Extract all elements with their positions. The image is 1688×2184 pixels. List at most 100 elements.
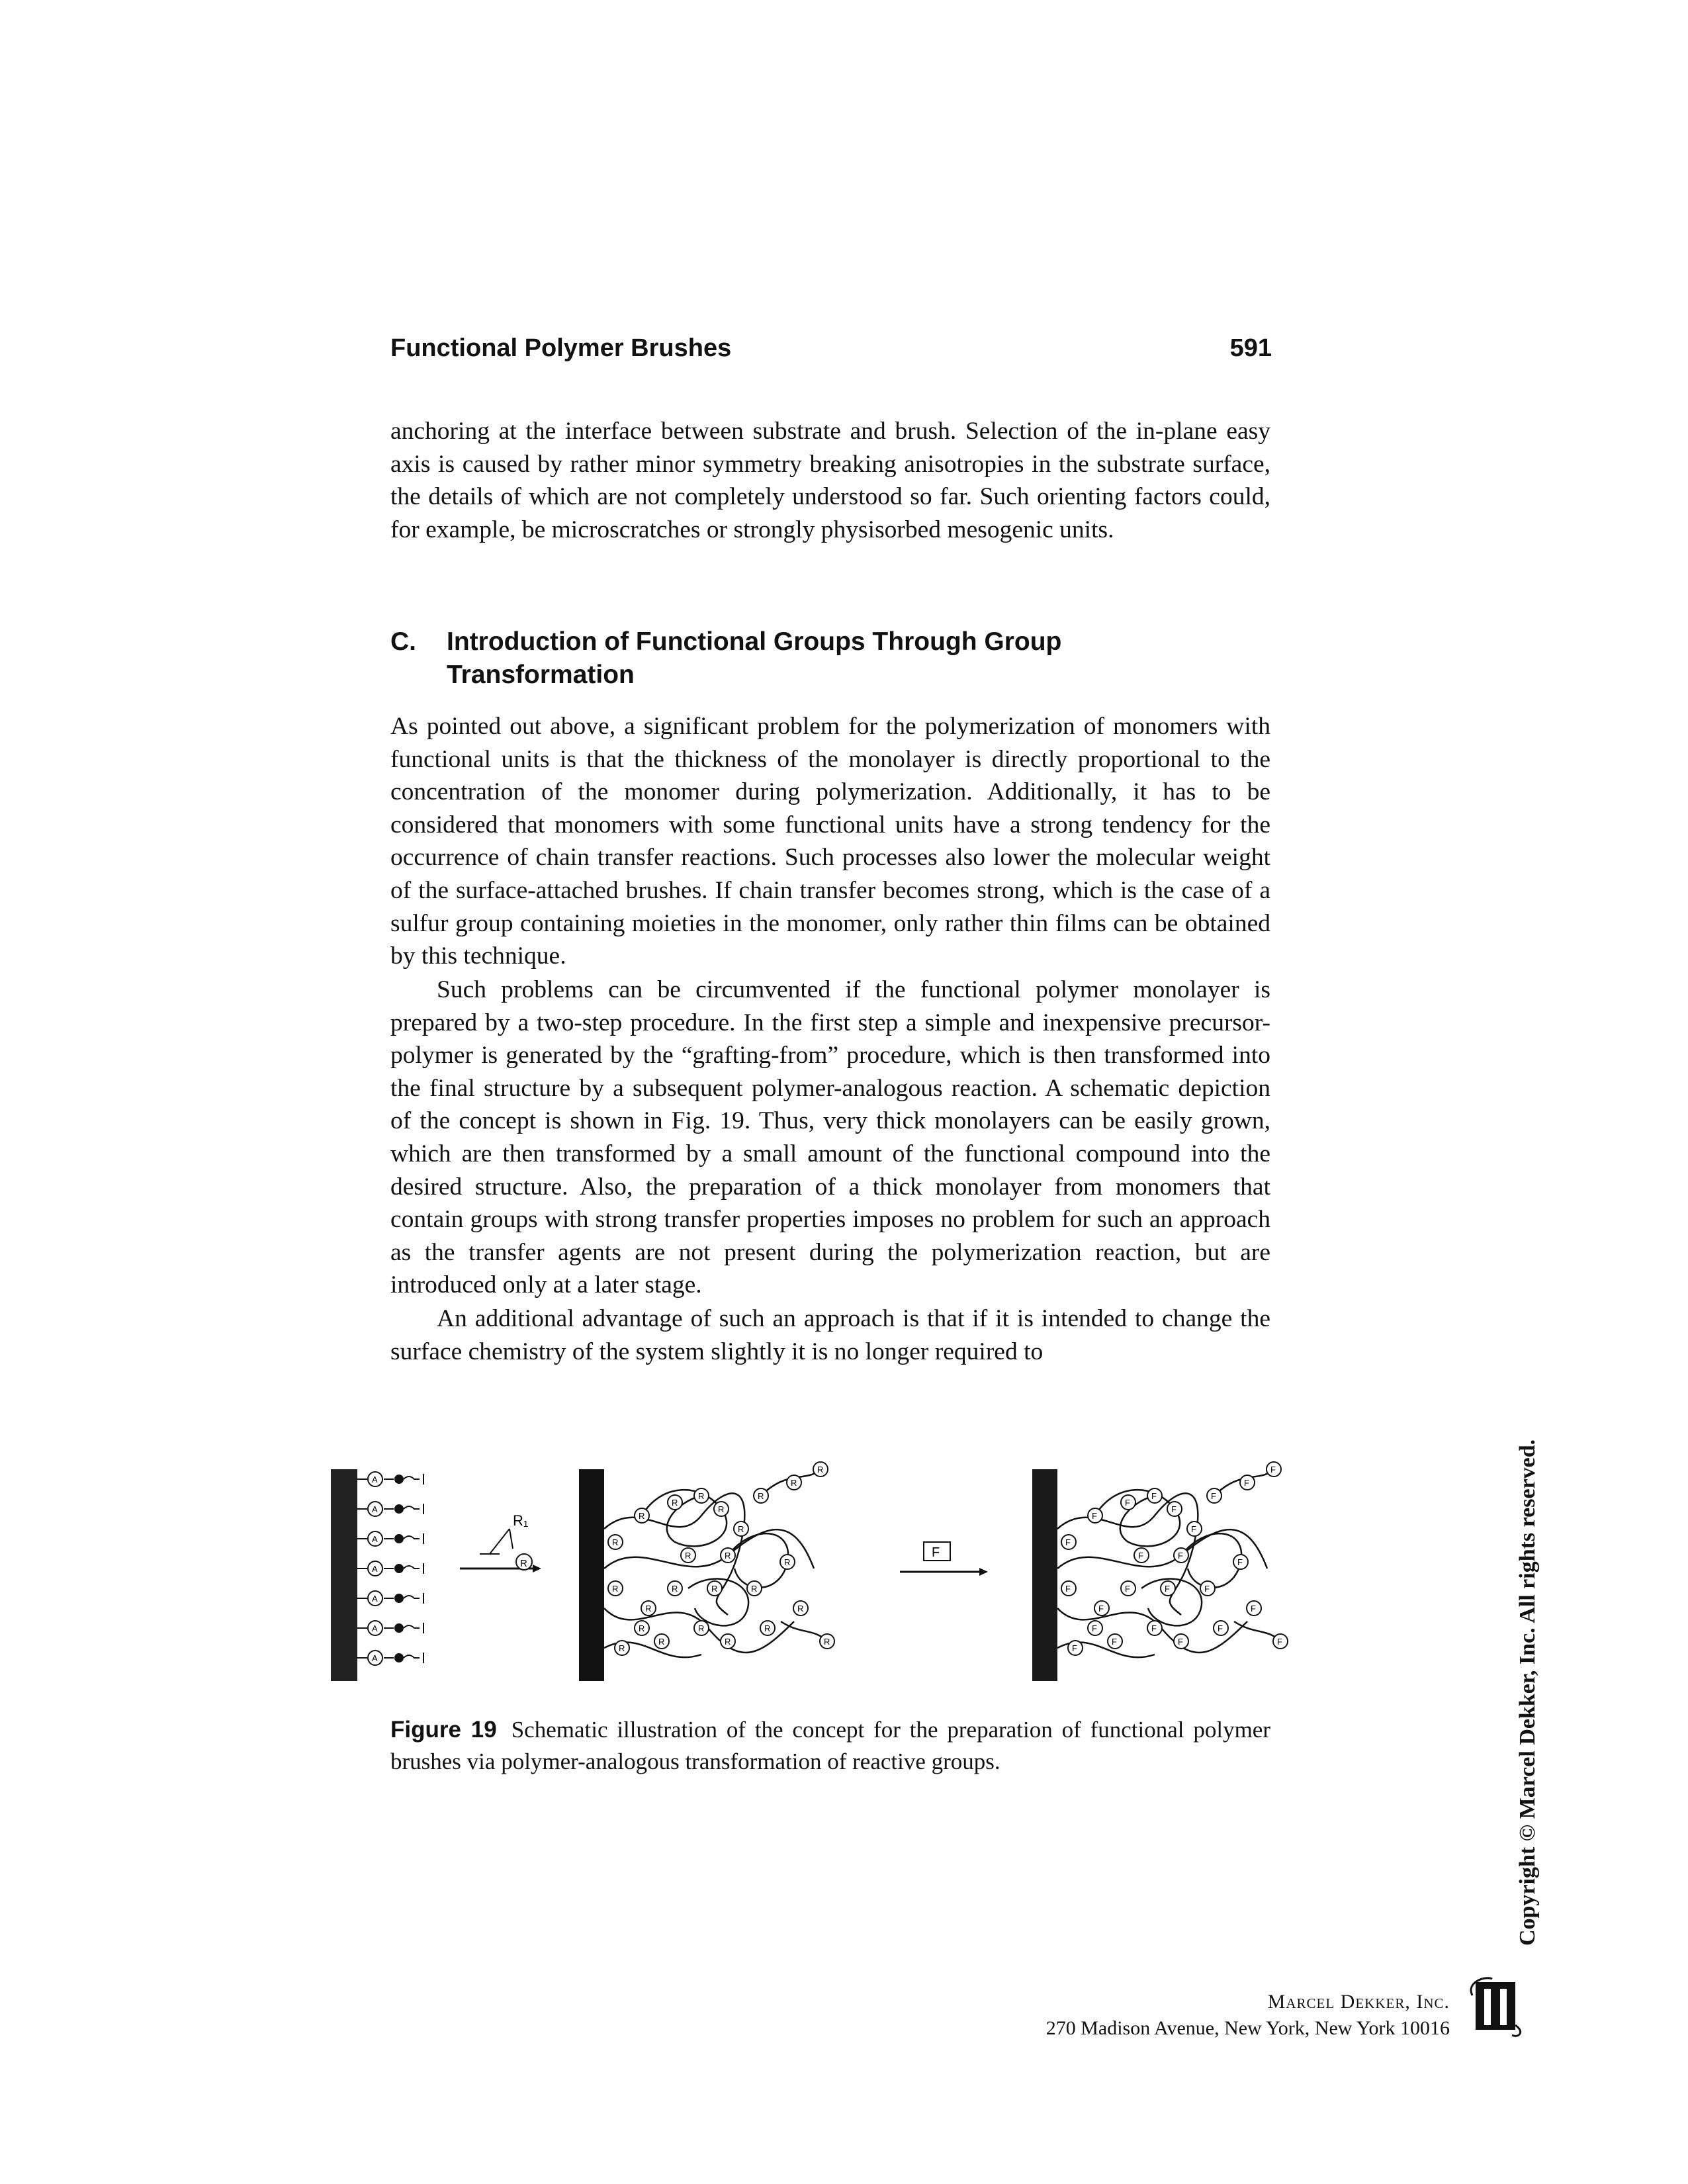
svg-text:R: R [797, 1604, 803, 1614]
initiator-dot [394, 1594, 404, 1603]
reactive-group-marker: R [786, 1475, 802, 1490]
svg-text:F: F [1237, 1557, 1243, 1567]
reactive-group-marker: R [667, 1580, 683, 1596]
functional-group-marker: F [1213, 1620, 1229, 1636]
page-number: 591 [1229, 334, 1272, 362]
svg-text:R: R [725, 1637, 731, 1647]
reactive-group-marker: R [607, 1580, 623, 1596]
svg-text:R: R [612, 1537, 618, 1547]
functional-group-marker: F [1107, 1633, 1123, 1649]
reactive-group-marker: R [667, 1494, 683, 1510]
svg-text:F: F [1138, 1551, 1143, 1561]
svg-text:R: R [619, 1643, 625, 1653]
functional-group-marker: F [1094, 1600, 1110, 1616]
functional-group-marker: F [1246, 1600, 1262, 1616]
reactive-group-marker: R [720, 1547, 736, 1563]
svg-text:F: F [1165, 1584, 1170, 1594]
publisher-logo [1470, 1977, 1522, 2037]
initiator-dot [394, 1653, 404, 1662]
initiator-dot [394, 1564, 404, 1573]
functional-group-marker: F [1120, 1580, 1136, 1596]
functional-group-marker: F [1173, 1633, 1189, 1649]
section-number: C. [390, 627, 416, 656]
svg-text:F: F [1191, 1524, 1196, 1534]
svg-text:F: F [1270, 1465, 1276, 1475]
svg-text:F: F [1065, 1584, 1071, 1594]
reactive-group-marker: R [614, 1640, 630, 1656]
reactive-group-marker: R [779, 1554, 795, 1570]
initiator-chain [357, 1504, 424, 1514]
functional-group-marker: F [1087, 1508, 1103, 1524]
svg-text:F: F [1218, 1623, 1223, 1633]
figure-caption-text: Schematic illustration of the concept fo… [390, 1717, 1270, 1774]
svg-text:F: F [1244, 1478, 1249, 1488]
running-title: Functional Polymer Brushes [390, 334, 732, 362]
figure-label: Figure 19 [390, 1717, 497, 1743]
paragraph-3: Such problems can be circumvented if the… [390, 976, 1270, 1299]
svg-text:R: R [698, 1623, 704, 1633]
initiator-chain [357, 1593, 424, 1604]
reactive-group-marker: R [707, 1580, 723, 1596]
functional-group-marker: F [1087, 1620, 1103, 1636]
initiator-group-a-marker: A [367, 1620, 383, 1636]
initiator-chain [357, 1533, 424, 1544]
publisher-name: Marcel Dekker, Inc. [1267, 1991, 1450, 2013]
svg-text:R: R [645, 1604, 651, 1614]
svg-text:R: R [824, 1637, 830, 1647]
svg-text:R: R [685, 1551, 691, 1561]
reactive-group-marker: R [641, 1600, 656, 1616]
functional-group-marker: F [1239, 1475, 1255, 1490]
svg-text:R: R [639, 1623, 644, 1633]
svg-text:R: R [784, 1557, 790, 1567]
initiator-group-a-marker: A [367, 1590, 383, 1606]
initiator-group-a-marker: A [367, 1531, 383, 1547]
svg-text:F: F [1251, 1604, 1256, 1614]
svg-text:R: R [672, 1584, 678, 1594]
svg-text:F: F [1204, 1584, 1210, 1594]
svg-text:A: A [372, 1653, 378, 1663]
running-header: Functional Polymer Brushes 591 [390, 334, 1272, 374]
initiator-group-a-marker: A [367, 1501, 383, 1517]
svg-text:F: F [1098, 1604, 1104, 1614]
reactive-group-marker: R [654, 1633, 670, 1649]
svg-text:R: R [791, 1478, 797, 1488]
initiator-dot [394, 1623, 404, 1633]
svg-text:F: F [1171, 1504, 1177, 1514]
svg-text:R: R [817, 1465, 823, 1475]
reactive-group-marker: R [634, 1508, 650, 1524]
publisher-address: 270 Madison Avenue, New York, New York 1… [1045, 2017, 1450, 2039]
functional-group-marker: F [1272, 1633, 1288, 1649]
svg-text:F: F [1072, 1643, 1077, 1653]
reactive-group-marker: R [634, 1620, 650, 1636]
initiator-dot [394, 1475, 404, 1484]
functional-group-marker: F [1160, 1580, 1176, 1596]
svg-text:R: R [711, 1584, 717, 1594]
functional-group-marker: F [1167, 1501, 1182, 1517]
svg-text:R: R [738, 1524, 744, 1534]
initiator-group-a-marker: A [367, 1650, 383, 1666]
reactive-group-marker: R [813, 1461, 828, 1477]
section-title: Introduction of Functional Groups Throug… [447, 627, 1062, 689]
reactive-group-marker: R [733, 1521, 749, 1537]
svg-text:F: F [1125, 1498, 1130, 1508]
initiator-group-a-marker: A [367, 1471, 383, 1487]
paragraph-1: anchoring at the interface between subst… [390, 418, 1270, 543]
step-label: F [932, 1545, 940, 1560]
functional-group-marker: F [1173, 1547, 1189, 1563]
paragraph-2: As pointed out above, a significant prob… [390, 713, 1270, 970]
svg-text:A: A [372, 1564, 378, 1574]
svg-text:F: F [1211, 1491, 1216, 1501]
svg-text:F: F [1125, 1584, 1130, 1594]
svg-text:F: F [1092, 1623, 1097, 1633]
reactive-group-marker: R [680, 1547, 696, 1563]
reactive-group-marker: R [760, 1620, 776, 1636]
publisher-block: Marcel Dekker, Inc. 270 Madison Avenue, … [1046, 1989, 1450, 2042]
svg-text:R: R [612, 1584, 618, 1594]
